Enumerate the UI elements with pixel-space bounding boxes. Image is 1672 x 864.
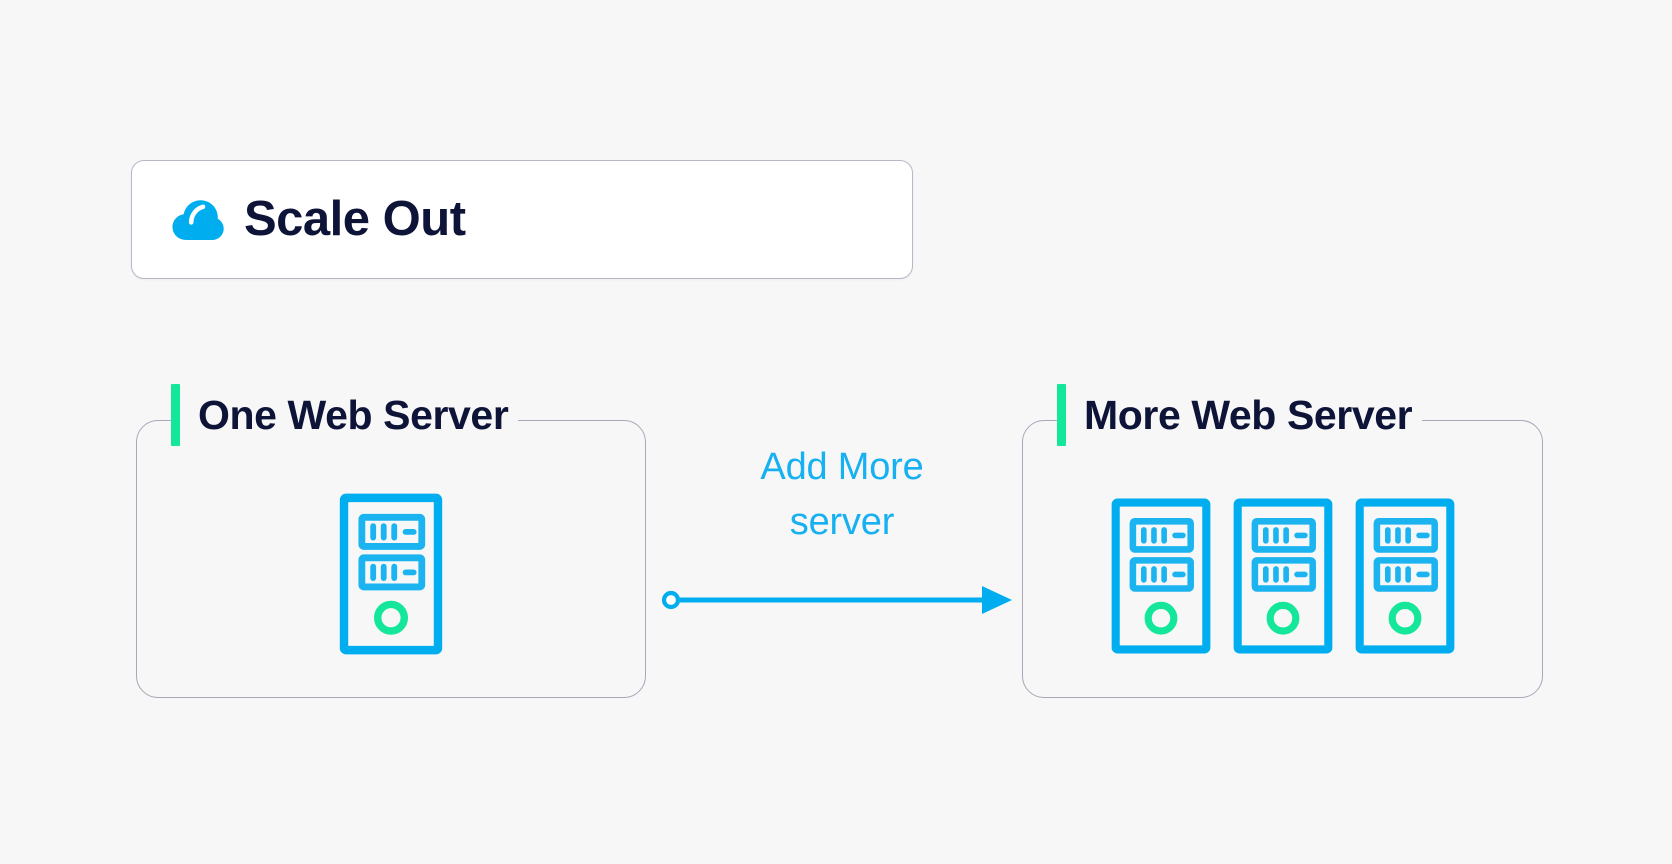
- arrow-start-dot: [661, 590, 681, 610]
- connector-arrow: [661, 586, 1012, 614]
- accent-bar-left: [171, 384, 180, 446]
- server-tower-icon: [1111, 498, 1210, 654]
- group-title-wrap-right: More Web Server: [1057, 384, 1423, 446]
- server-list-right: [1023, 497, 1542, 655]
- group-title-wrap-left: One Web Server: [171, 384, 519, 446]
- group-title-left: One Web Server: [198, 391, 509, 438]
- scale-out-header-card: Scale Out: [131, 160, 913, 279]
- server-list-left: [137, 493, 645, 655]
- page-title: Scale Out: [244, 192, 466, 246]
- server-tower-icon: [1233, 498, 1332, 654]
- arrow-head: [982, 586, 1012, 614]
- connector-label-line-2: server: [789, 501, 895, 544]
- connector-label: Add More server: [672, 440, 1012, 550]
- group-card-more-web-server: More Web Server: [1022, 384, 1543, 698]
- cloud-icon: [172, 199, 224, 240]
- group-title-right: More Web Server: [1084, 391, 1413, 438]
- group-card-one-web-server: One Web Server: [136, 384, 646, 698]
- server-tower-icon: [339, 493, 443, 655]
- connector-label-line-1: Add More: [760, 446, 924, 488]
- server-tower-icon: [1355, 498, 1454, 654]
- accent-bar-right: [1057, 384, 1066, 446]
